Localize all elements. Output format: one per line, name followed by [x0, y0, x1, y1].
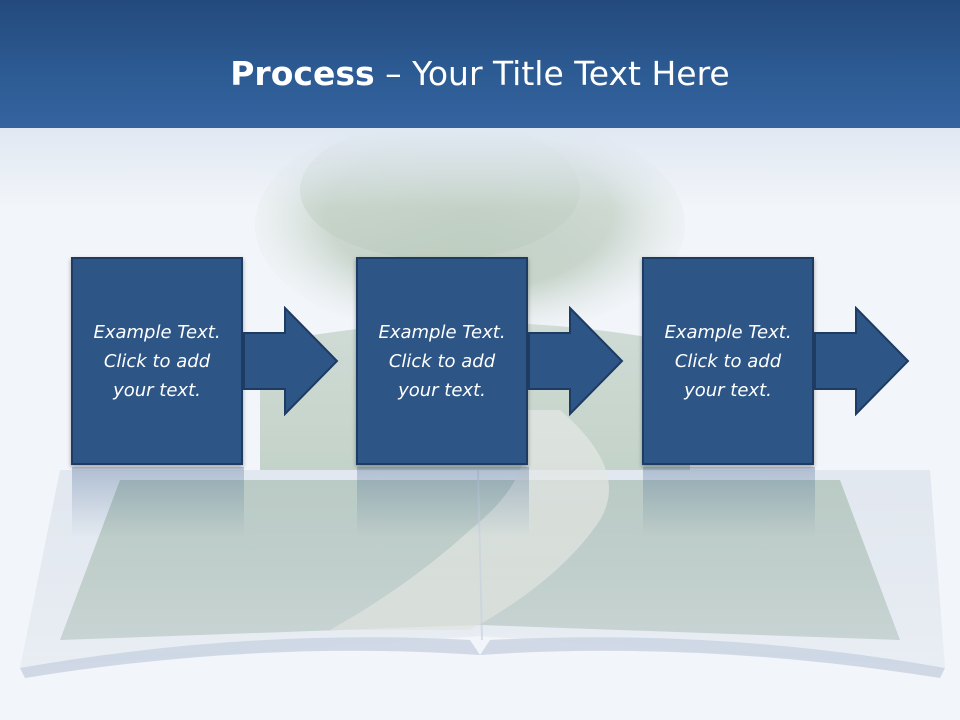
- step-2-line-2: Click to add: [388, 350, 496, 372]
- step-3-reflection: [643, 467, 815, 537]
- step-1-line-3: your text.: [113, 379, 201, 401]
- slide-title[interactable]: Process – Your Title Text Here: [0, 52, 960, 96]
- slide-title-rest: – Your Title Text Here: [374, 54, 730, 93]
- step-3-line-3: your text.: [684, 379, 772, 401]
- step-2-box[interactable]: Example Text. Click to add your text.: [356, 257, 528, 465]
- step-1-box[interactable]: Example Text. Click to add your text.: [71, 257, 243, 465]
- step-3-arrow-icon[interactable]: [814, 306, 910, 416]
- step-3-line-2: Click to add: [674, 350, 782, 372]
- step-2-reflection: [357, 467, 529, 537]
- step-3-box[interactable]: Example Text. Click to add your text.: [642, 257, 814, 465]
- step-1-line-2: Click to add: [103, 350, 211, 372]
- step-1-text: Example Text. Click to add your text.: [87, 318, 226, 405]
- step-1-arrow-icon[interactable]: [243, 306, 339, 416]
- step-1-line-1: Example Text.: [93, 321, 221, 343]
- step-2-line-1: Example Text.: [378, 321, 506, 343]
- title-bar: [0, 0, 960, 128]
- step-3-text: Example Text. Click to add your text.: [658, 318, 797, 405]
- slide-title-bold: Process: [230, 54, 375, 93]
- step-1-reflection: [72, 467, 244, 537]
- title-bar-fade: [0, 128, 960, 208]
- step-2-text: Example Text. Click to add your text.: [372, 318, 511, 405]
- step-3-line-1: Example Text.: [664, 321, 792, 343]
- step-2-arrow-icon[interactable]: [528, 306, 624, 416]
- step-2-line-3: your text.: [398, 379, 486, 401]
